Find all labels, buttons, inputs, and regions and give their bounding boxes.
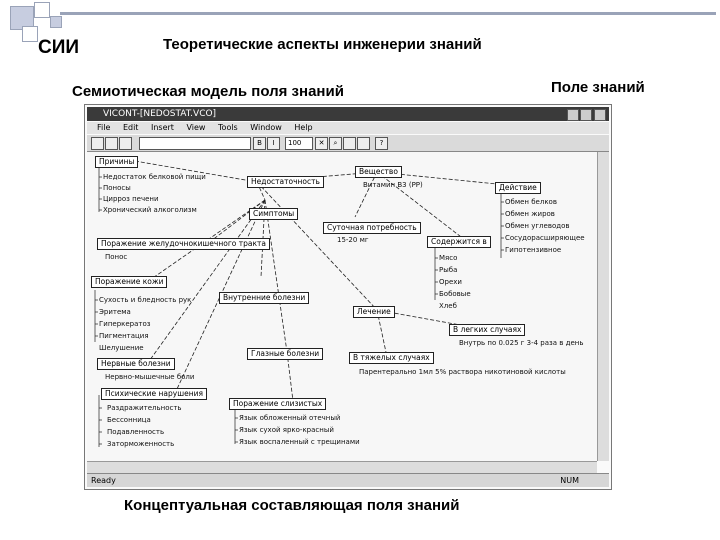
maximize-button[interactable] <box>580 109 592 121</box>
paste-icon[interactable] <box>357 137 370 150</box>
node-veshchestvo[interactable]: Вещество <box>355 166 402 178</box>
slide-subheading: Семиотическая модель поля знаний <box>72 83 344 100</box>
leaf-nervnye-1: Нервно-мышечные боли <box>105 373 195 381</box>
zoom-value: 100 <box>288 139 302 147</box>
status-ready: Ready <box>91 476 116 485</box>
menu-window[interactable]: Window <box>250 123 282 132</box>
node-nervnye[interactable]: Нервные болезни <box>97 358 175 370</box>
copy-icon[interactable] <box>343 137 356 150</box>
vertical-scrollbar[interactable] <box>597 152 609 461</box>
menu-tools[interactable]: Tools <box>218 123 238 132</box>
leaf-sutochnaya-1: 15-20 мг <box>337 236 369 244</box>
leaf-porazhenie-kozhi-1: Сухость и бледность рук <box>99 296 192 304</box>
node-nedostatochnost[interactable]: Недостаточность <box>247 176 324 188</box>
italic-icon[interactable]: I <box>267 137 280 150</box>
new-icon[interactable] <box>91 137 104 150</box>
leaf-porazhenie-kozhi-2: Эритема <box>99 308 131 316</box>
leaf-soderzhitsya-3: Орехи <box>439 278 462 286</box>
font-combo[interactable] <box>139 137 251 150</box>
leaf-deistvie-2: Обмен жиров <box>505 210 555 218</box>
slide-heading: Теоретические аспекты инженерии знаний <box>163 36 482 53</box>
node-v-tyazhelyh[interactable]: В тяжелых случаях <box>349 352 434 364</box>
leaf-v-legkih-1: Внутрь по 0.025 г 3-4 раза в день <box>459 339 584 347</box>
leaf-deistvie-3: Обмен углеводов <box>505 222 570 230</box>
node-prichiny[interactable]: Причины <box>95 156 139 168</box>
leaf-psihicheskie-4: Заторможенность <box>107 440 175 448</box>
slide-abbr: СИИ <box>38 37 80 58</box>
node-porazhenie-kozhi[interactable]: Поражение кожи <box>91 276 168 288</box>
close-button[interactable] <box>594 109 606 121</box>
menu-insert[interactable]: Insert <box>150 123 174 132</box>
save-icon[interactable] <box>119 137 132 150</box>
window-title: VICONT-[NEDOSTAT.VCO] <box>103 109 217 119</box>
toolbar: B I 100 ✕ ⌕ ? <box>87 135 609 152</box>
node-psihicheskie[interactable]: Психические нарушения <box>101 388 207 400</box>
header-rule <box>60 12 716 15</box>
leaf-prichiny-1: Недостаток белковой пищи <box>103 173 206 181</box>
node-soderzhitsya[interactable]: Содержится в <box>427 236 491 248</box>
node-v-legkih[interactable]: В легких случаях <box>449 324 526 336</box>
decor-square <box>22 26 38 42</box>
node-simptomy[interactable]: Симптомы <box>249 208 299 220</box>
node-glaznye[interactable]: Глазные болезни <box>247 348 324 360</box>
leaf-soderzhitsya-5: Хлеб <box>439 302 457 310</box>
decor-square <box>34 2 50 18</box>
leaf-porazhenie-slizistyh-3: Язык воспаленный с трещинами <box>239 438 360 446</box>
leaf-veshchestvo-1: Витамин В3 (РР) <box>363 181 423 189</box>
leaf-soderzhitsya-4: Бобовые <box>439 290 471 298</box>
decor-square <box>50 16 62 28</box>
leaf-porazhenie-kozhi-5: Шелушение <box>99 344 144 352</box>
bold-icon[interactable]: B <box>253 137 266 150</box>
leaf-deistvie-1: Обмен белков <box>505 198 557 206</box>
leaf-prichiny-2: Поносы <box>103 184 131 192</box>
node-porazhenie-zhkt[interactable]: Поражение желудочнокишечного тракта <box>97 238 270 250</box>
status-bar: Ready NUM <box>87 473 609 487</box>
window-titlebar: VICONT-[NEDOSTAT.VCO] <box>87 107 609 121</box>
leaf-prichiny-4: Хронический алкоголизм <box>103 206 197 214</box>
search-icon[interactable]: ⌕ <box>329 137 342 150</box>
zoom-combo[interactable]: 100 <box>285 137 313 150</box>
slide-caption: Концептуальная составляющая поля знаний <box>124 497 460 514</box>
right-label: Поле знаний <box>551 79 645 96</box>
help-icon[interactable]: ? <box>375 137 388 150</box>
leaf-psihicheskie-1: Раздражительность <box>107 404 182 412</box>
node-vnutrennie[interactable]: Внутренние болезни <box>219 292 310 304</box>
diagram-canvas: Причины Недостаток белковой пищи Поносы … <box>87 152 597 461</box>
menu-file[interactable]: File <box>97 123 111 132</box>
leaf-psihicheskie-3: Подавленность <box>107 428 165 436</box>
leaf-deistvie-4: Сосудорасширяющее <box>505 234 585 242</box>
status-num: NUM <box>560 476 579 485</box>
menu-help[interactable]: Help <box>294 123 313 132</box>
node-deistvie[interactable]: Действие <box>495 182 541 194</box>
node-sutochnaya[interactable]: Суточная потребность <box>323 222 421 234</box>
leaf-v-tyazhelyh-1: Парентерально 1мл 5% раствора никотиново… <box>359 368 566 376</box>
leaf-porazhenie-slizistyh-1: Язык обложенный отечный <box>239 414 341 422</box>
menu-edit[interactable]: Edit <box>122 123 139 132</box>
app-window: VICONT-[NEDOSTAT.VCO] File Edit Insert V… <box>84 104 612 490</box>
leaf-soderzhitsya-2: Рыба <box>439 266 458 274</box>
horizontal-scrollbar[interactable] <box>87 461 597 473</box>
leaf-deistvie-5: Гипотензивное <box>505 246 562 254</box>
minimize-button[interactable] <box>567 109 579 121</box>
menu-bar: File Edit Insert View Tools Window Help <box>87 122 609 134</box>
leaf-porazhenie-kozhi-4: Пигментация <box>99 332 149 340</box>
leaf-soderzhitsya-1: Мясо <box>439 254 458 262</box>
cut-icon[interactable]: ✕ <box>315 137 328 150</box>
leaf-prichiny-3: Цирроз печени <box>103 195 159 203</box>
node-porazhenie-slizistyh[interactable]: Поражение слизистых <box>229 398 327 410</box>
node-lechenie[interactable]: Лечение <box>353 306 395 318</box>
leaf-psihicheskie-2: Бессонница <box>107 416 151 424</box>
menu-view[interactable]: View <box>186 123 206 132</box>
open-icon[interactable] <box>105 137 118 150</box>
leaf-porazhenie-kozhi-3: Гиперкератоз <box>99 320 151 328</box>
leaf-porazhenie-zhkt-1: Понос <box>105 253 128 261</box>
leaf-porazhenie-slizistyh-2: Язык сухой ярко-красный <box>239 426 334 434</box>
